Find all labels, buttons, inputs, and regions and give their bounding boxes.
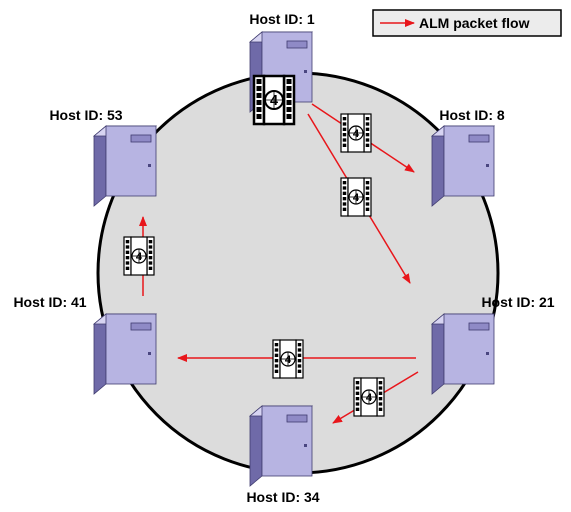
legend-label: ALM packet flow xyxy=(419,15,530,31)
legend: ALM packet flow xyxy=(373,10,561,36)
host-label-41: Host ID: 41 xyxy=(13,294,86,310)
packet-number: 4 xyxy=(353,192,360,204)
packet-icon: 4 xyxy=(341,178,371,216)
server-icon xyxy=(94,126,156,206)
host-label-8: Host ID: 8 xyxy=(439,107,505,123)
host-label-53: Host ID: 53 xyxy=(49,107,122,123)
packet-icon: 4 xyxy=(354,378,384,416)
host-label-21: Host ID: 21 xyxy=(481,294,554,310)
packet-icon: 4 xyxy=(341,114,371,152)
packet-number: 4 xyxy=(353,128,360,140)
packet-icon: 4 xyxy=(273,340,303,378)
host-label-34: Host ID: 34 xyxy=(246,489,319,505)
server-icon xyxy=(432,126,494,206)
server-icon xyxy=(250,406,312,486)
packet-origin-icon: 4 xyxy=(254,76,294,124)
packet-number: 4 xyxy=(285,354,292,366)
packet-number: 4 xyxy=(270,93,278,109)
packet-icon: 4 xyxy=(124,237,154,275)
packet-number: 4 xyxy=(136,251,143,263)
host-label-1: Host ID: 1 xyxy=(249,11,315,27)
server-icon xyxy=(432,314,494,394)
packet-number: 4 xyxy=(366,392,373,404)
server-icon xyxy=(94,314,156,394)
